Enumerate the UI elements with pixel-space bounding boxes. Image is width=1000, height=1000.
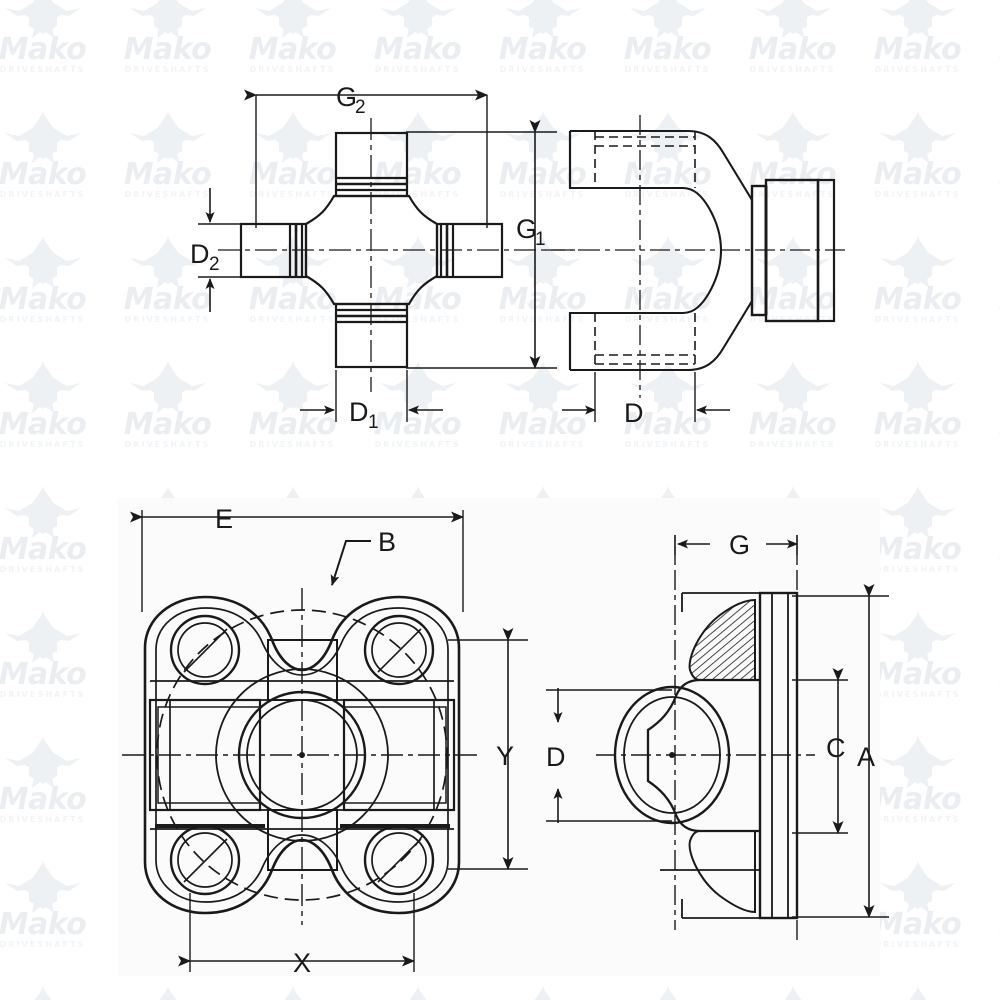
flange-rib-lower <box>688 830 756 914</box>
dim-sublabel-G1: 1 <box>535 229 546 250</box>
bolt-hole-bottom-left <box>169 824 241 896</box>
dim-sublabel-D1: 1 <box>368 412 379 433</box>
hub-center-dot <box>299 752 305 758</box>
flange-side-centerlines <box>596 535 815 940</box>
yoke-upper-arm <box>570 129 753 201</box>
dim-label-G1: G <box>516 214 537 244</box>
yoke-centerlines <box>545 115 850 398</box>
lower-drawing-panel <box>118 498 880 976</box>
hub-mid-circle <box>237 690 367 820</box>
dimension-C <box>792 668 848 834</box>
flange-internal-lines <box>150 640 454 870</box>
dim-label-E: E <box>215 504 233 534</box>
yoke-lower-inner <box>568 249 723 370</box>
cross-centerlines <box>218 118 580 392</box>
dimension-D-yoke <box>562 372 730 422</box>
cross-body <box>304 194 439 306</box>
dim-sublabel-G2: 2 <box>355 97 366 118</box>
flange-rib-hatched <box>688 598 756 681</box>
yoke-lower-arm <box>570 300 753 372</box>
flange-yoke-front-view <box>122 510 528 972</box>
dim-label-Y: Y <box>496 741 514 771</box>
bolt-hole-top-right <box>363 614 435 686</box>
dimension-B-leader <box>330 540 371 586</box>
cross-front-view <box>198 89 580 422</box>
dim-label-D-yoke: D <box>624 398 644 428</box>
bearing-cap-top <box>334 131 409 198</box>
yoke-side-view <box>545 115 850 422</box>
yoke-dimension-labels: D <box>624 398 644 428</box>
bolt-hole-top-left <box>169 614 241 686</box>
dim-label-X: X <box>293 948 311 978</box>
dim-label-G2: G <box>336 82 357 112</box>
dimension-D-flangeside <box>546 688 672 823</box>
bearing-cap-bottom <box>334 302 409 369</box>
dim-label-A: A <box>857 742 875 772</box>
yoke-upper-inner <box>568 131 723 251</box>
bolt-hole-bottom-right <box>363 824 435 896</box>
cross-dimension-labels: G 2 G 1 D 2 D 1 <box>190 82 546 433</box>
dim-label-D-flangeside: D <box>546 742 566 772</box>
dim-sublabel-D2: 2 <box>209 254 220 275</box>
dim-label-C: C <box>826 733 846 763</box>
dimension-A <box>792 584 889 918</box>
dim-label-D2: D <box>190 239 210 269</box>
dim-label-D1: D <box>349 397 369 427</box>
dim-label-B: B <box>378 527 396 557</box>
dimension-G <box>674 535 798 560</box>
dim-label-G: G <box>729 530 750 560</box>
